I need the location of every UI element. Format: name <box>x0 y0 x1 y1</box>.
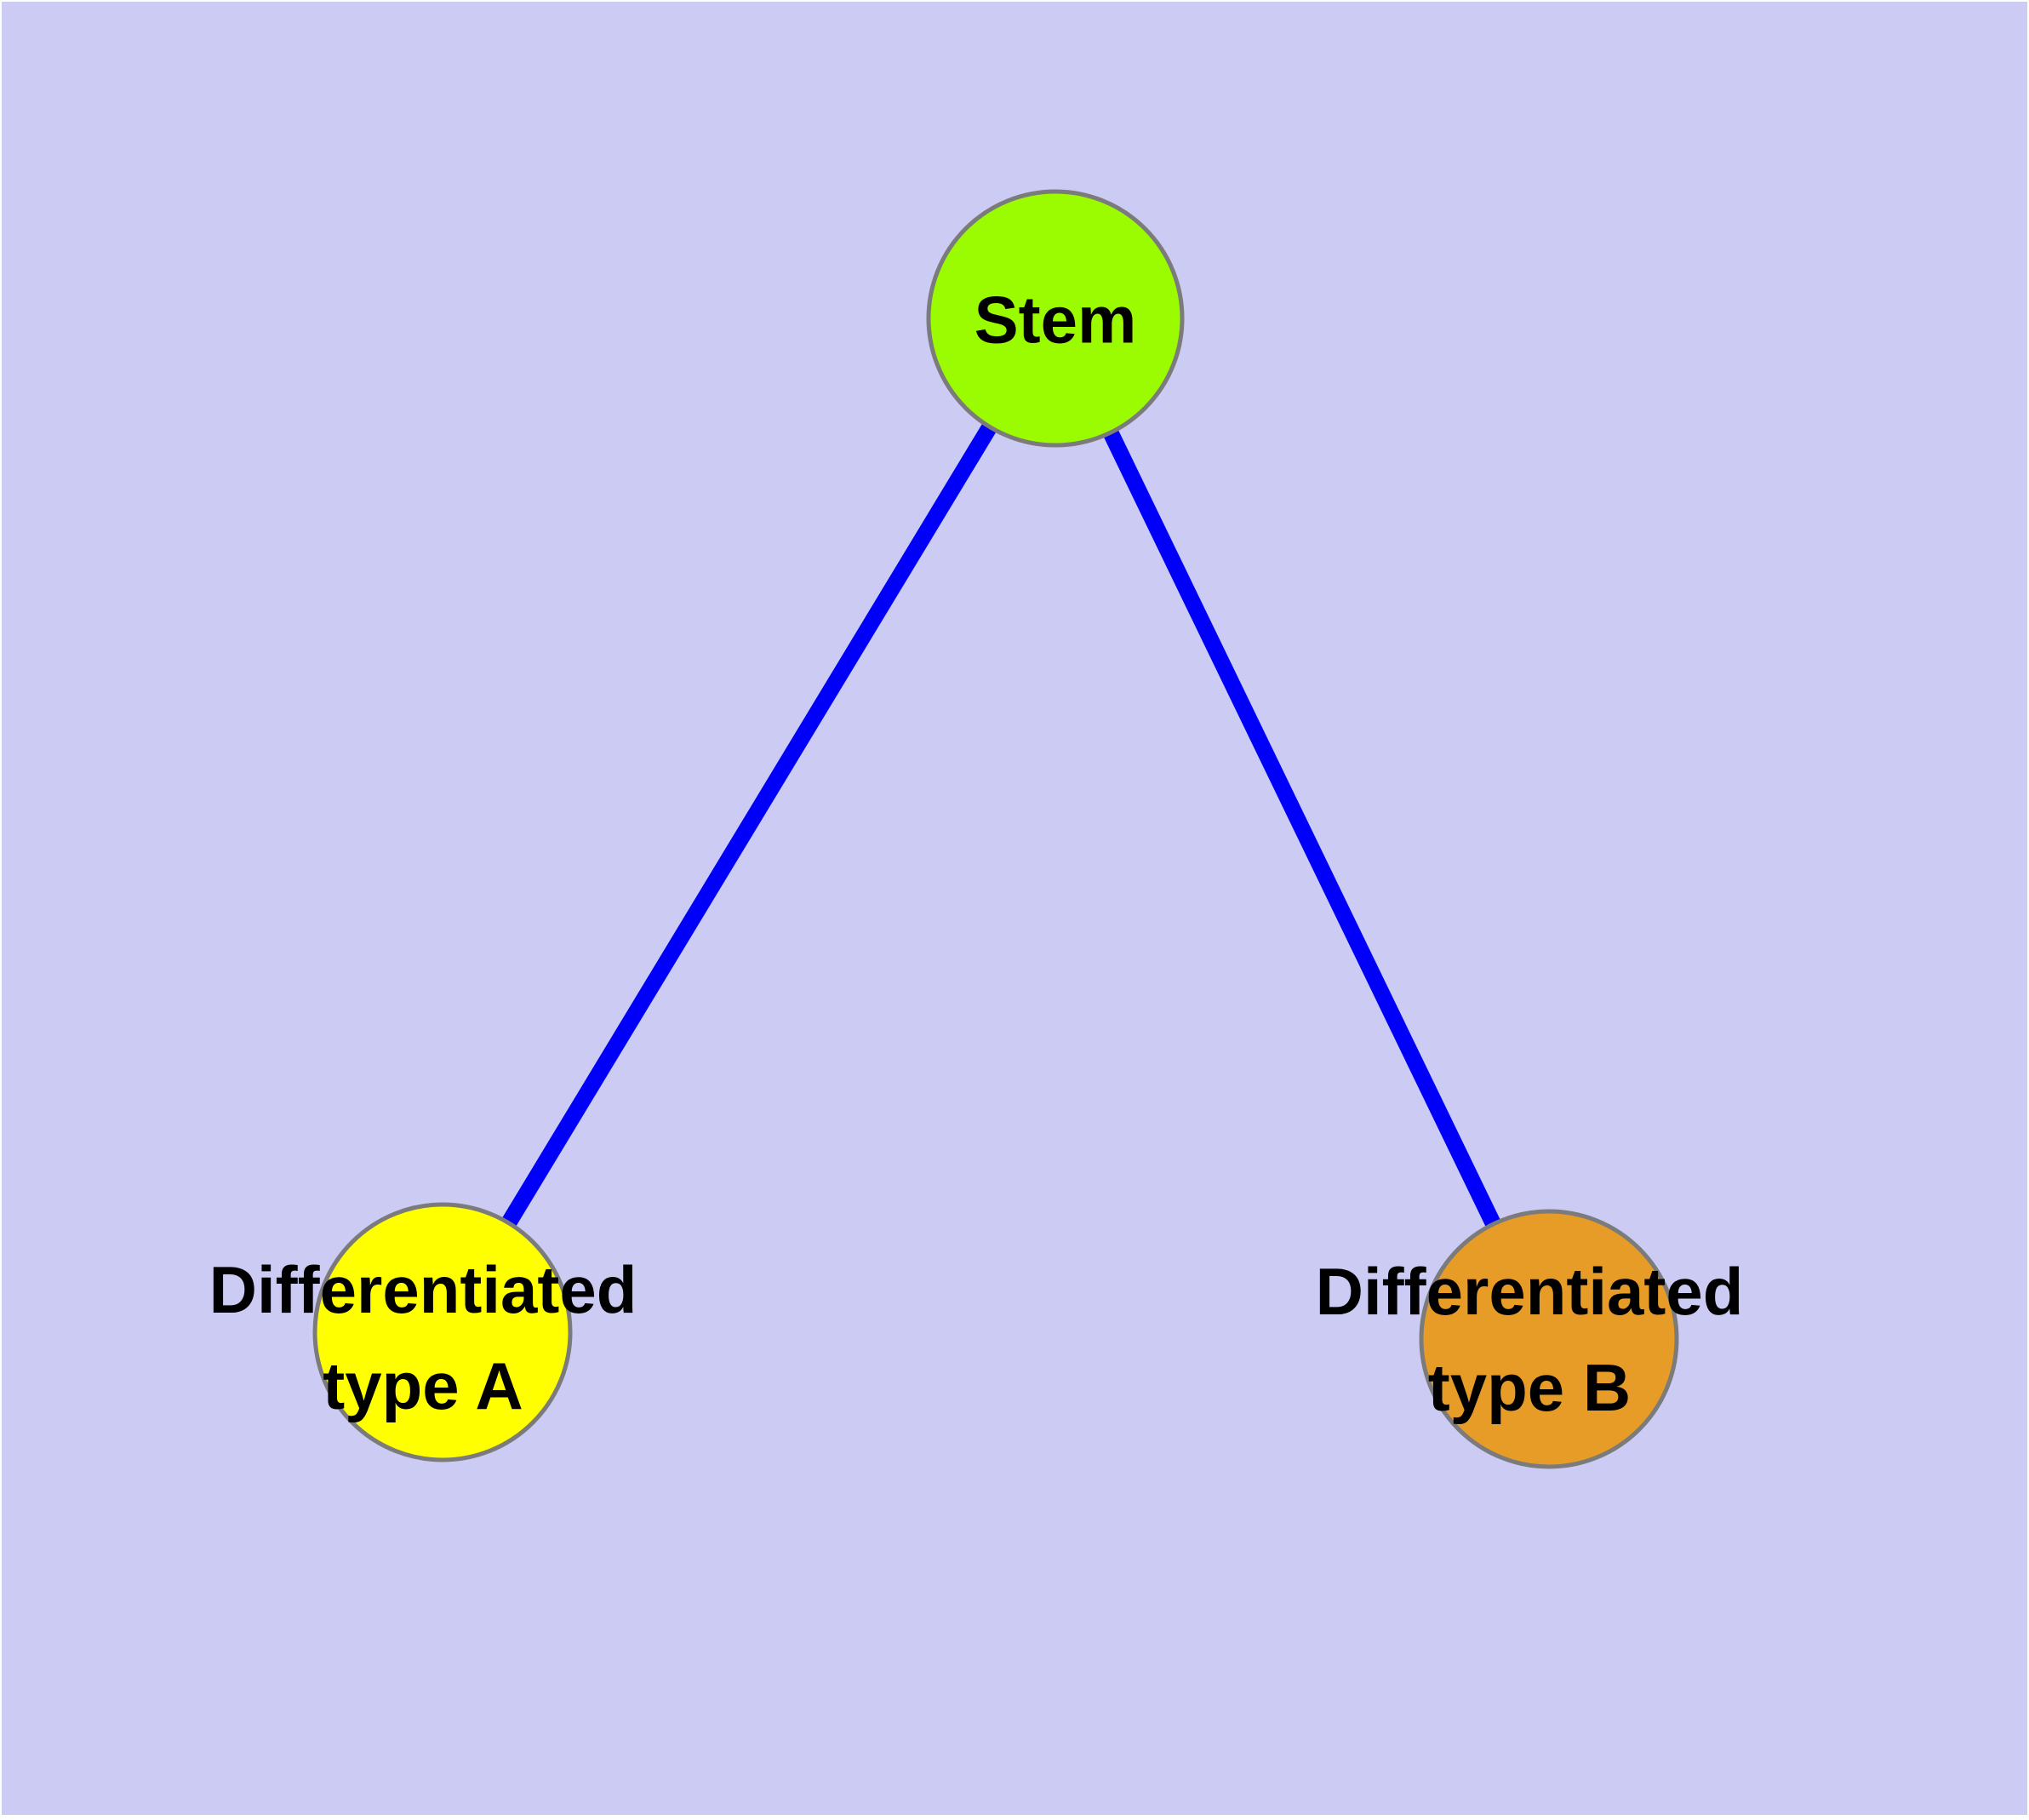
edge-stem-to-type-a <box>435 314 1063 1336</box>
node-type-a-circle <box>312 1202 573 1462</box>
edge-stem-to-type-b <box>1048 314 1557 1343</box>
node-type-b-circle <box>1419 1209 1679 1469</box>
node-stem-circle <box>926 189 1185 448</box>
